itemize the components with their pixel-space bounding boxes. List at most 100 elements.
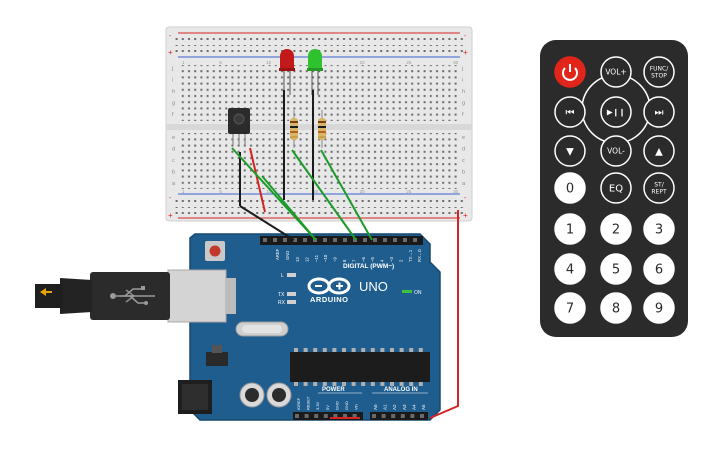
resistor-1[interactable] [290,110,298,148]
power-pin-label: IOREF [296,397,301,410]
column-number: 25 [406,60,412,65]
remote-button-label: 3 [655,223,663,238]
digital-pin-label: 7 [351,259,356,262]
remote-button-vol-up[interactable]: VOL+ [600,56,632,88]
column-number: 15 [313,189,319,194]
rail-label-plus-bottom-right: + [463,211,468,220]
rail-label-minus-bottom-right: - [464,195,467,202]
red-led[interactable] [279,49,295,95]
analog-pin-label: A0 [373,404,378,410]
remote-button-nine[interactable]: 9 [643,292,675,324]
led-tx-label: TX [278,292,285,298]
remote-button-prev[interactable]: ⏮ [554,96,586,128]
row-letter: h [172,89,175,95]
arduino-logo-text: ARDUINO [310,295,349,304]
column-number: 5 [219,60,222,65]
analog-pin-label: A5 [421,404,426,410]
remote-button-label: VOL+ [605,68,626,77]
row-letter: c [462,158,465,164]
remote-button-two[interactable]: 2 [600,213,632,245]
pin-label-aref: AREF [275,248,280,260]
green-led[interactable] [307,49,323,95]
model-label: UNO [359,279,388,294]
green-led-signal-wire [320,149,373,241]
usb-connector[interactable] [35,269,236,323]
row-letter: d [462,147,465,153]
remote-button-one[interactable]: 1 [554,213,586,245]
digital-pin-label: ~3 [389,256,394,262]
usb-icon [110,286,155,305]
analog-header [370,412,428,420]
row-letter: j [461,66,463,72]
on-led [402,290,412,293]
analog-pin-label: A2 [392,404,397,410]
remote-button-zero[interactable]: 0 [554,172,586,204]
dc-power-jack[interactable] [178,380,212,414]
remote-button-label: 6 [655,263,663,278]
remote-button-label: REPT [651,189,667,196]
column-number: 1 [182,60,185,65]
digital-pin-label: ~10 [323,254,328,262]
rail-label-plus: + [168,48,173,57]
digital-pin-label: ~5 [370,256,375,262]
column-number: 30 [453,60,459,65]
remote-button-label: VOL- [607,147,625,156]
remote-button-label: ⏭ [655,108,664,119]
remote-button-six[interactable]: 6 [643,253,675,285]
remote-button-play-pause[interactable]: ▶❙❙ [600,96,632,128]
remote-button-st-rept[interactable]: ST/REPT [643,172,675,204]
power-header [293,412,363,420]
5v-supply-wire [429,210,459,419]
remote-button-seven[interactable]: 7 [554,292,586,324]
power-pin-label: 5V [325,405,330,410]
remote-button-label: 8 [612,302,620,317]
resistor-2[interactable] [318,110,326,148]
reset-button-cap [209,245,221,257]
digital-pin-label: 8 [342,259,347,262]
column-number: 25 [406,189,412,194]
rail-label-plus-bottom: + [168,211,173,220]
power-icon [562,64,578,81]
remote-button-vol-down[interactable]: VOL- [600,135,632,167]
digital-label: DIGITAL (PWM~) [343,263,394,270]
digital-pin-label: 13 [295,257,300,262]
remote-button-next[interactable]: ⏭ [643,96,675,128]
row-letter: a [172,181,176,187]
digital-pin-label: 2 [398,259,403,262]
led-rx [287,300,296,304]
power-label: POWER [322,387,345,393]
remote-button-eq[interactable]: EQ [600,172,632,204]
remote-button-down[interactable]: ▼ [554,135,586,167]
led-tx [287,292,296,296]
remote-button-three[interactable]: 3 [643,213,675,245]
remote-button-eight[interactable]: 8 [600,292,632,324]
gnd-to-arduino-wire [239,205,295,241]
remote-button-func-stop[interactable]: FUNC/STOP [643,56,675,88]
remote-button-five[interactable]: 5 [600,253,632,285]
remote-button-label: 9 [655,302,663,317]
ir-remote: VOL+ FUNC/STOP ⏮ ▶❙❙ ⏭ ▼ VOL- ▲ 0 EQ ST/REPT 1 2 3 4 5 6… [540,40,688,337]
row-letter: i [462,78,463,84]
rail-label-minus-right: - [464,33,467,40]
remote-button-label: 7 [566,302,574,317]
remote-button-power[interactable] [554,56,586,88]
power-pin-label: 3.3V [315,401,320,410]
remote-button-label: EQ [609,184,623,195]
ir-receiver[interactable] [228,108,250,145]
red-led-signal-wire [291,149,357,241]
digital-pin-label: TX→1 [408,249,413,262]
remote-button-label: ST/ [654,182,664,189]
rail-label-minus-bottom: - [169,195,172,202]
remote-button-label: 1 [566,223,574,238]
remote-button-up[interactable]: ▲ [643,135,675,167]
remote-button-label: 4 [566,263,574,278]
row-letter: e [172,135,175,141]
ir-signal-wire-2 [261,175,317,241]
remote-button-label: ⏮ [566,108,575,119]
row-letter: f [172,112,174,118]
remote-button-four[interactable]: 4 [554,253,586,285]
